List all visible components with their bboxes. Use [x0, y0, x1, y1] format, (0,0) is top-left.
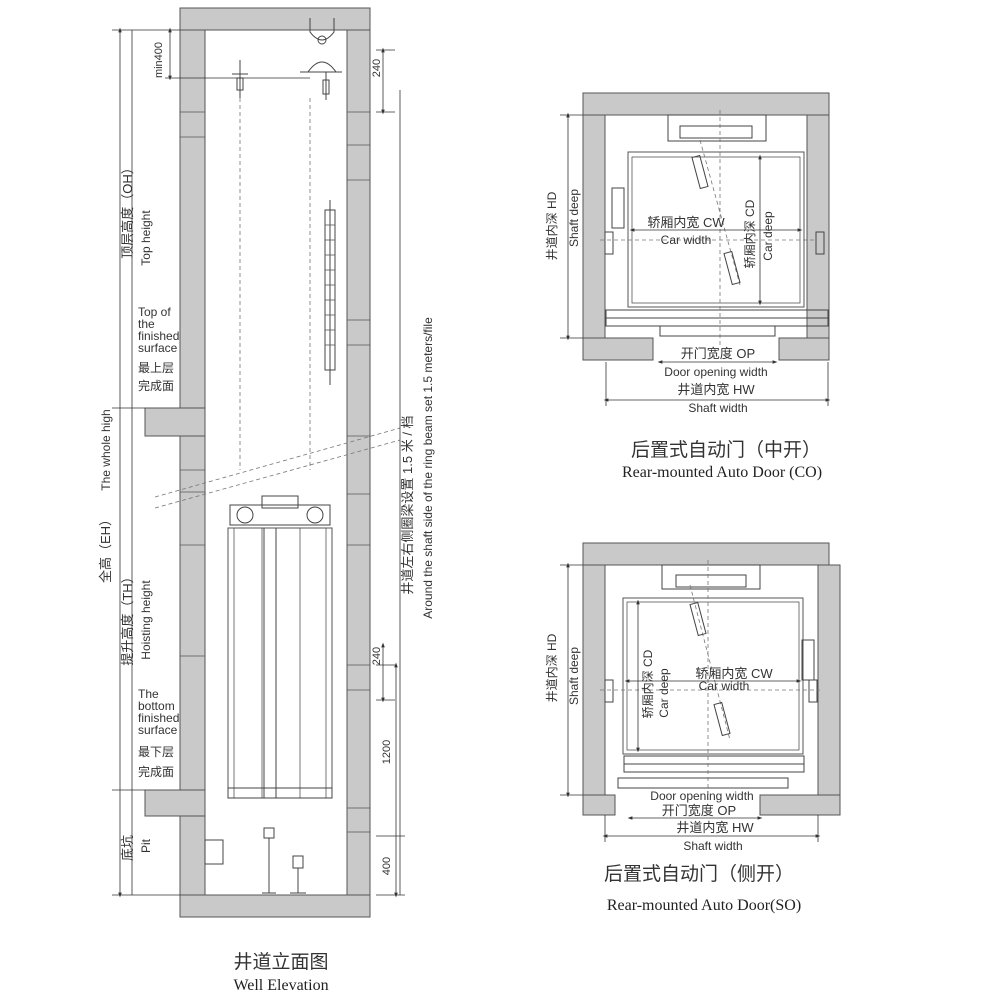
so-hd-en-label: Shaft deep [567, 647, 581, 705]
shaft-bottom-slab [179, 894, 371, 918]
rope-hitch-icon [232, 60, 248, 98]
dim-400-label: 400 [381, 857, 393, 875]
co-hw-en-label: Shaft width [688, 401, 747, 415]
pit-buffer-icon [204, 827, 306, 894]
th-en-label: Hoisting height [139, 580, 153, 660]
top-surface-cn-label: 最上层 完成面 [138, 361, 177, 393]
elevator-car-icon [227, 495, 333, 799]
eh-en-label: The whole high [99, 409, 113, 490]
so-op-en-label: Door opening width [650, 789, 753, 803]
elevation-caption-en: Well Elevation [233, 977, 328, 994]
so-caption-en: Rear-mounted Auto Door(SO) [607, 897, 801, 914]
co-hd-en-label: Shaft deep [567, 189, 581, 247]
co-wall-right [806, 114, 830, 361]
so-hd-cn-label: 井道内深 HD [545, 633, 559, 702]
elevation-caption-cn: 井道立面图 [233, 951, 328, 973]
so-car-outline [622, 597, 804, 755]
ring-beam-en-label: Around the shaft side of the ring beam s… [421, 317, 435, 619]
top-hook-icon [309, 18, 335, 45]
shaft-right-wall [346, 29, 371, 896]
pit-en-label: Pit [139, 838, 153, 853]
co-cd-en-label: Car deep [761, 211, 775, 261]
ring-beam-line-2 [154, 439, 401, 509]
co-op-en-label: Door opening width [664, 365, 767, 379]
co-caption-en: Rear-mounted Auto Door (CO) [622, 464, 822, 481]
co-hw-cn-label: 井道内宽 HW [677, 382, 755, 397]
co-op-cn-label: 开门宽度 OP [681, 346, 755, 361]
so-wall-right [817, 564, 841, 816]
co-caption-cn: 后置式自动门（中开） [631, 439, 821, 461]
traction-machine-icon [300, 61, 342, 100]
so-wall-top [582, 542, 830, 566]
plan-so: 井道内深 HD Shaft deep 轿厢内宽 CW Car width 轿厢内… [545, 542, 841, 914]
shaft-left-wall [179, 29, 206, 896]
oh-en-label: Top height [139, 210, 153, 266]
ring-beam-cn-label: 井道左右侧圈梁设置 1.5 米 / 档 [400, 415, 415, 594]
top-surface-en-label: Top of the finished surface [138, 305, 183, 355]
co-wall-left [582, 114, 606, 361]
th-cn-label: 提升高度（TH） [120, 570, 135, 665]
so-hw-cn-label: 井道内宽 HW [676, 820, 754, 835]
clearance-240-top-label: 240 [371, 59, 383, 77]
co-car-outline [627, 151, 805, 308]
so-caption-cn: 后置式自动门（侧开） [604, 863, 794, 885]
co-wall-bottom-left [582, 337, 654, 361]
shaft-top-slab [179, 7, 371, 31]
min400-label: min400 [153, 42, 165, 78]
bottom-surface-cn-label: 最下层 完成面 [138, 745, 177, 779]
co-wall-bottom-right [778, 337, 830, 361]
clearance-240-bottom-label: 240 [371, 647, 383, 665]
so-cw-cn-label: 轿厢内宽 CW [695, 666, 773, 681]
co-hd-cn-label: 井道内深 HD [545, 191, 559, 260]
so-cw-en-label: Car width [699, 679, 750, 693]
ring-beam-line-1 [154, 427, 401, 498]
bottom-floor-slab [144, 789, 206, 817]
dim-1200-label: 1200 [381, 740, 393, 764]
bottom-surface-en-label: The bottom finished surface [138, 687, 183, 737]
so-op-cn-label: 开门宽度 OP [662, 803, 736, 818]
so-wall-bottom-left [582, 794, 616, 816]
eh-cn-label: 全高（EH） [98, 513, 113, 583]
so-hw-en-label: Shaft width [683, 839, 742, 853]
oh-cn-label: 顶层高度（OH） [120, 161, 135, 259]
co-cw-en-label: Car width [661, 233, 712, 247]
well-elevation: min400 240 240 1200 400 顶层高度（OH） Top hei… [98, 7, 435, 994]
co-cd-cn-label: 轿厢内深 CD [742, 199, 757, 268]
car-body [227, 527, 333, 799]
so-cd-cn-label: 轿厢内深 CD [640, 649, 655, 718]
co-wall-top [582, 92, 830, 116]
top-floor-slab [144, 407, 206, 437]
pit-cn-label: 底坑 [120, 835, 135, 861]
so-wall-bottom-right [759, 794, 841, 816]
so-cd-en-label: Car deep [657, 668, 671, 718]
wall-joints [180, 111, 370, 833]
counterweight-icon [324, 200, 336, 385]
plan-co: 井道内深 HD Shaft deep 轿厢内宽 CW Car width 轿厢内… [545, 92, 831, 481]
co-cw-cn-label: 轿厢内宽 CW [647, 215, 725, 230]
